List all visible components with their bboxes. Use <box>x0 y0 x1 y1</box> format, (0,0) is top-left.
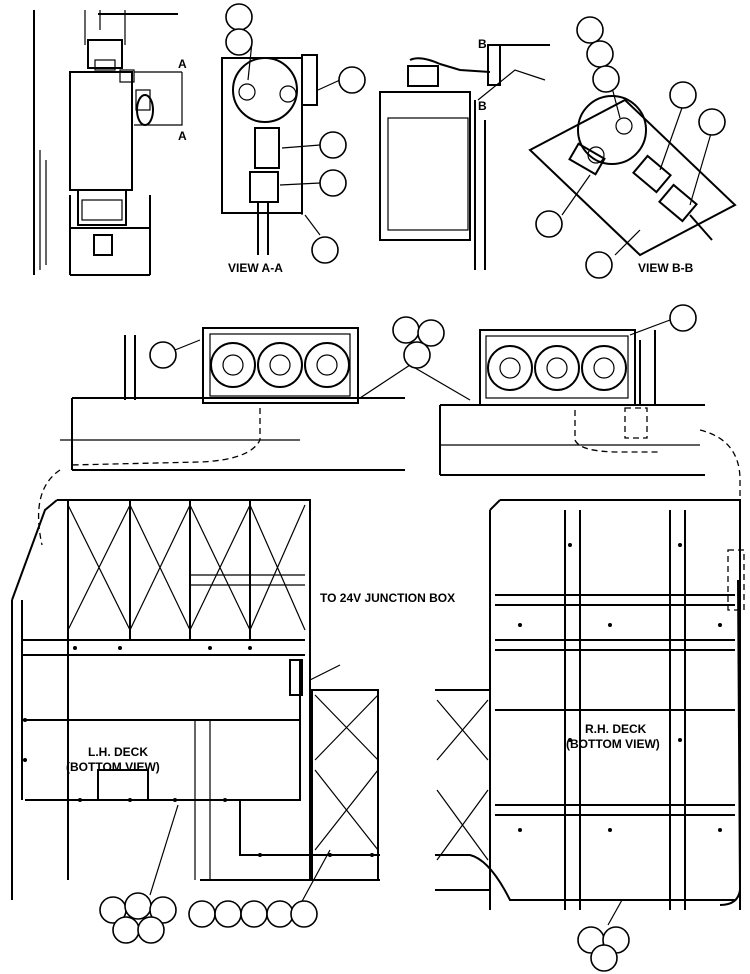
rh-deck-label-1: R.H. DECK <box>585 722 647 736</box>
view-bb-label: VIEW B-B <box>638 261 694 275</box>
callout-balloon <box>214 900 242 928</box>
callout-balloon <box>266 900 294 928</box>
callout-balloon <box>590 944 618 972</box>
callout-balloon <box>586 40 614 68</box>
lh-deck-label-2: (BOTTOM VIEW) <box>66 760 160 774</box>
callout-balloon <box>137 916 165 944</box>
view-aa-label: VIEW A-A <box>228 261 283 275</box>
callout-balloon <box>124 892 152 920</box>
callout-balloon <box>592 65 620 93</box>
callout-balloon <box>669 81 697 109</box>
callout-balloon <box>149 341 177 369</box>
section-a-bottom-label: A <box>178 129 187 143</box>
callout-balloon <box>585 251 613 279</box>
bracket-view: B B <box>379 37 550 270</box>
callout-balloon <box>188 900 216 928</box>
lh-deck: L.H. DECK (BOTTOM VIEW) TO 24V JUNCTION … <box>11 499 455 900</box>
leader-lines <box>149 41 713 926</box>
callout-balloon <box>290 900 318 928</box>
left-light-bar <box>60 327 405 471</box>
callout-balloon <box>112 916 140 944</box>
lh-deck-label-1: L.H. DECK <box>88 745 148 759</box>
view-bb: VIEW B-B <box>528 95 737 275</box>
callout-balloon <box>225 3 253 31</box>
section-a-top-label: A <box>178 57 187 71</box>
callout-balloon <box>392 316 420 344</box>
callout-balloon <box>576 16 604 44</box>
callout-balloon <box>149 896 177 924</box>
callout-balloon <box>225 28 253 56</box>
callout-balloon <box>240 900 268 928</box>
rh-deck-label-2: (BOTTOM VIEW) <box>566 737 660 751</box>
view-aa: VIEW A-A <box>221 54 318 275</box>
callout-balloon <box>417 319 445 347</box>
callout-balloon <box>311 236 339 264</box>
unit-side-view: A A <box>33 10 187 276</box>
right-light-bar <box>439 329 705 476</box>
callout-balloons <box>99 3 726 972</box>
callout-balloon <box>535 210 563 238</box>
left-harness-dash <box>37 469 61 546</box>
callout-balloon <box>338 66 366 94</box>
callout-balloon <box>403 341 431 369</box>
section-b-bottom-label: B <box>478 99 487 113</box>
junction-box-label: TO 24V JUNCTION BOX <box>320 591 455 605</box>
section-b-top-label: B <box>478 37 487 51</box>
callout-balloon <box>669 304 697 332</box>
callout-balloon <box>319 131 347 159</box>
rh-deck: R.H. DECK (BOTTOM VIEW) <box>435 499 745 910</box>
callout-balloon <box>319 169 347 197</box>
callout-balloon <box>698 108 726 136</box>
